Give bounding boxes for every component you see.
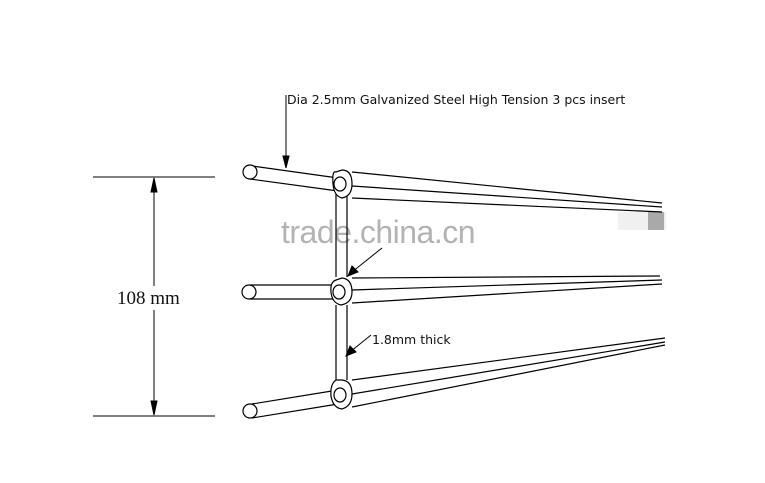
wire-callout-label: Dia 2.5mm Galvanized Steel High Tension … bbox=[287, 92, 625, 107]
bottom-wire bbox=[242, 337, 666, 419]
clip-leader-middle bbox=[347, 247, 383, 277]
thickness-callout-label: 1.8mm thick bbox=[372, 332, 451, 347]
middle-wire bbox=[241, 275, 663, 306]
watermark-smudge-dark bbox=[648, 212, 664, 230]
wire-callout-leader bbox=[282, 95, 290, 169]
thickness-callout-leader bbox=[345, 334, 372, 357]
dimension-label: 108 mm bbox=[117, 288, 180, 309]
vertical-clip bbox=[335, 192, 348, 380]
watermark: trade.china.cn bbox=[281, 214, 475, 250]
top-wire bbox=[242, 164, 663, 213]
dimension-108mm bbox=[93, 176, 215, 417]
